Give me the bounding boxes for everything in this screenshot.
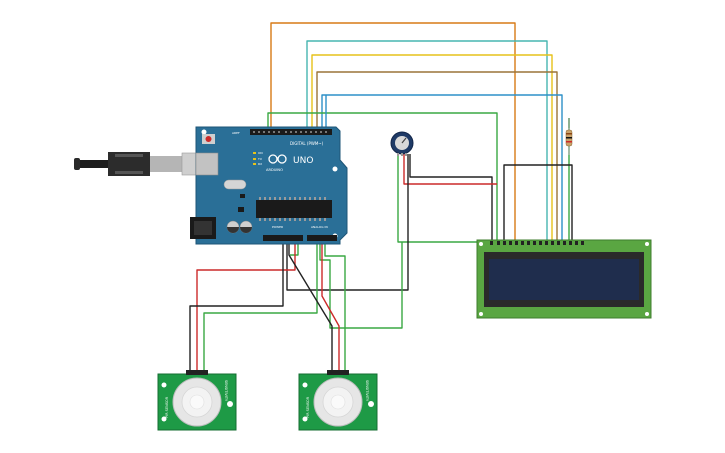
mount-hole [479,312,483,316]
mount-hole [302,416,308,422]
wire-black-pir1[interactable] [189,236,284,372]
wire-red-pir2[interactable] [321,236,340,372]
pir-right-label: SENSITIVITY [365,380,369,402]
on-label: ON [258,151,263,155]
pir-pins [186,370,208,375]
resistor[interactable] [565,118,573,155]
brand-label: ARDUINO [266,168,283,172]
led-tx [253,158,256,160]
mount-hole [302,382,308,388]
mount-hole [479,242,483,246]
pir-left-label: PIR SENSOR [165,396,169,418]
mount-hole [645,312,649,316]
analog-label: ANALOG IN [311,225,328,229]
wire-black-gnd[interactable] [286,154,409,291]
wire-green-top[interactable] [267,112,498,244]
rx-label: RX [258,162,262,166]
lcd-screen [489,259,639,300]
power-header[interactable] [263,235,303,241]
pir-pins [327,370,349,375]
potentiometer[interactable] [390,131,414,156]
pir-sensor-1[interactable]: PIR SENSOR SENSITIVITY [157,370,237,431]
usb-cable[interactable] [74,152,205,176]
mount-hole [332,166,338,172]
mount-hole [161,382,167,388]
analog-header[interactable] [307,235,337,241]
usb-port[interactable] [195,152,219,176]
mount-hole [161,416,167,422]
wire-black-pir2[interactable] [288,236,333,372]
wire-black-pot[interactable] [409,154,493,244]
sensitivity-knob[interactable] [368,401,374,407]
power-label: POWER [272,225,283,229]
wire-green-pir2[interactable] [324,236,346,372]
tx-label: TX [257,157,262,161]
microcontroller-chip [256,200,332,218]
regulator-chip [238,207,244,212]
wire-blue[interactable] [321,94,563,244]
lcd-display[interactable] [476,239,652,319]
chip-pins [259,197,326,221]
mount-hole [645,242,649,246]
digital-label: DIGITAL (PWM~) [290,141,324,146]
wire-green-pot[interactable] [397,154,487,243]
wires [189,22,573,372]
wire-green-pir1[interactable] [203,236,318,372]
led-rx [253,163,256,165]
model-label: UNO [293,156,313,166]
arduino-uno-board[interactable]: DIGITAL (PWM~) AREF ON TX RX ARDUINO UNO [190,126,348,245]
aref-label: AREF [232,131,240,135]
pir-left-label: PIR SENSOR [306,396,310,418]
lcd-pin-header [490,241,584,245]
pir-sensor-2[interactable]: PIR SENSOR SENSITIVITY [298,370,378,431]
sensitivity-knob[interactable] [227,401,233,407]
wire-yellow[interactable] [311,54,553,244]
reset-button-cap[interactable] [205,136,212,142]
led-on [253,152,256,154]
small-chip [240,194,245,198]
wire-black-lcd[interactable] [503,164,573,244]
mount-hole [201,129,207,135]
wire-brown[interactable] [316,71,558,244]
wire-red-pot[interactable] [403,154,497,185]
wire-red-pir1[interactable] [196,236,296,372]
crystal [223,179,247,190]
wire-green-bottom[interactable] [319,236,403,329]
wire-cyan[interactable] [306,40,548,244]
pir-right-label: SENSITIVITY [224,380,228,402]
wire-orange[interactable] [270,22,516,244]
digital-header-pins [253,131,327,133]
arduino-logo: ARDUINO [266,154,287,172]
